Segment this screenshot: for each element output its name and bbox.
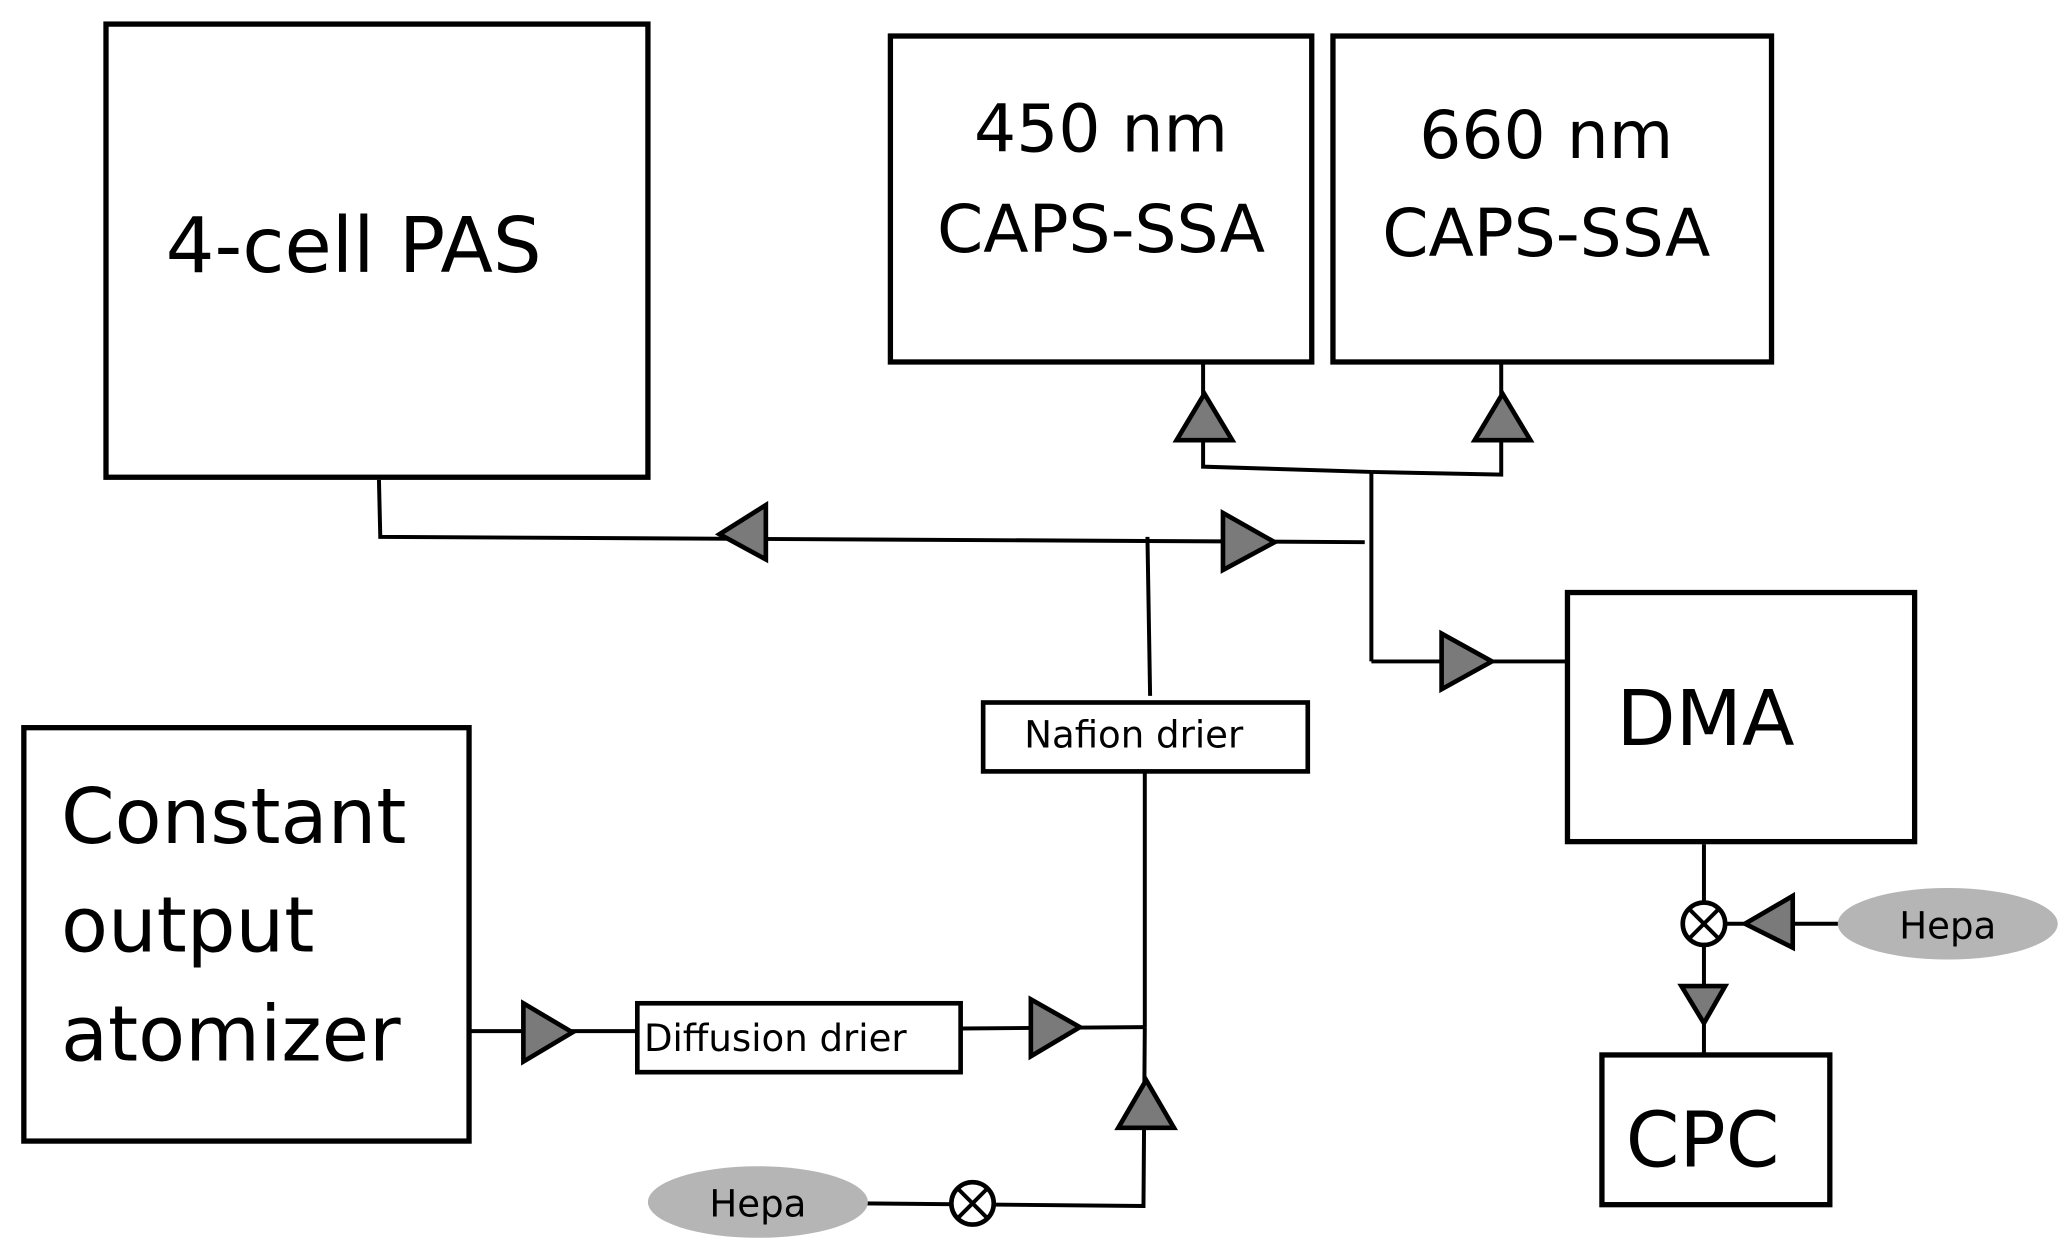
arrow-left-icon (1740, 891, 1796, 952)
arrow-up-icon (1114, 1075, 1178, 1131)
valve-icon-left (949, 1179, 997, 1227)
hepa-right-label: Hepa (1899, 904, 1996, 947)
arrow-right-icon (1220, 509, 1280, 574)
line-caps660-feed (1371, 360, 1504, 477)
caps-660-wavelength: 660 nm (1419, 97, 1673, 174)
atomizer-label-line3: atomizer (61, 990, 401, 1079)
dma-box: DMA (1564, 589, 1918, 845)
hepa-left-label: Hepa (709, 1183, 806, 1226)
atomizer-box: Constant output atomizer (21, 725, 472, 1144)
line-pas-drop (376, 479, 1365, 545)
arrow-left-icon (714, 500, 769, 564)
cpc-label: CPC (1626, 1096, 1780, 1185)
line-caps450-feed (1201, 360, 1372, 474)
caps-660-name: CAPS-SSA (1382, 195, 1710, 272)
diffusion-drier-label: Diffusion drier (644, 1017, 907, 1060)
caps-660-box: 660 nm CAPS-SSA (1330, 33, 1775, 365)
arrow-right-icon (521, 999, 577, 1066)
caps-450-box: 450 nm CAPS-SSA (887, 33, 1315, 365)
cpc-box: CPC (1599, 1052, 1833, 1208)
pas-box: 4-cell PAS (103, 21, 651, 480)
nafion-drier-label: Nafion drier (1024, 714, 1244, 757)
pas-label: 4-cell PAS (166, 202, 542, 291)
caps-450-wavelength: 450 nm (974, 90, 1228, 167)
arrow-right-icon (1439, 629, 1497, 694)
hepa-filter-right: Hepa (1837, 888, 2058, 960)
arrow-up-icon (1470, 389, 1535, 443)
hepa-filter-left: Hepa (647, 1166, 868, 1238)
caps-450-name: CAPS-SSA (937, 191, 1265, 268)
nafion-drier-box: Nafion drier (980, 700, 1311, 774)
diffusion-drier-box: Diffusion drier (635, 1000, 963, 1075)
arrow-right-icon (1028, 995, 1085, 1061)
arrow-up-icon (1172, 389, 1237, 443)
atomizer-label-line1: Constant (61, 773, 406, 862)
valve-icon-right (1680, 900, 1728, 948)
dma-label: DMA (1616, 675, 1794, 764)
arrow-down-icon (1677, 983, 1730, 1028)
line-nafion-up (1145, 536, 1153, 696)
flow-arrows (521, 389, 1796, 1131)
atomizer-label-line2: output (61, 882, 314, 971)
